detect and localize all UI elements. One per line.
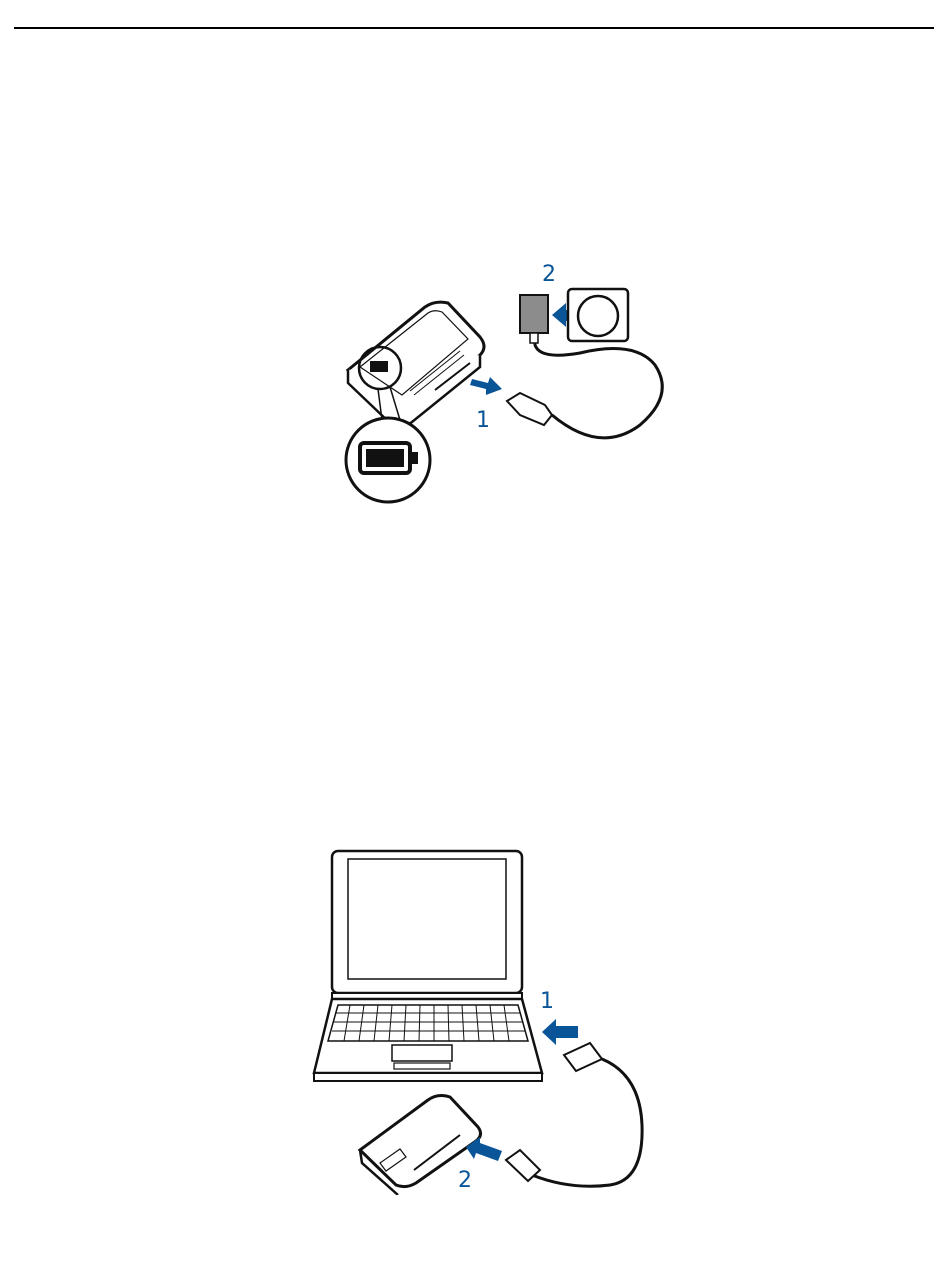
step-2-label: 2 [542, 262, 556, 287]
step-1-arrow [470, 377, 502, 395]
wall-charger-icon [520, 295, 548, 343]
header-rule [14, 27, 934, 29]
wall-charger-illustration: 1 2 [330, 255, 670, 510]
usb-charging-figure: 1 2 [310, 845, 655, 1195]
battery-indicator-icon [346, 418, 430, 502]
laptop-icon [314, 851, 542, 1081]
step-1-label: 1 [540, 989, 554, 1014]
wall-socket-icon [568, 289, 628, 341]
wall-charger-figure: 1 2 [330, 255, 670, 510]
usb-cable-icon [507, 337, 662, 438]
phone-icon [348, 302, 484, 426]
step-1-arrow [542, 1019, 578, 1045]
usb-charging-illustration: 1 2 [310, 845, 655, 1195]
small-battery-icon [370, 361, 388, 372]
step-1-label: 1 [476, 408, 490, 433]
step-2-label: 2 [458, 1168, 472, 1193]
